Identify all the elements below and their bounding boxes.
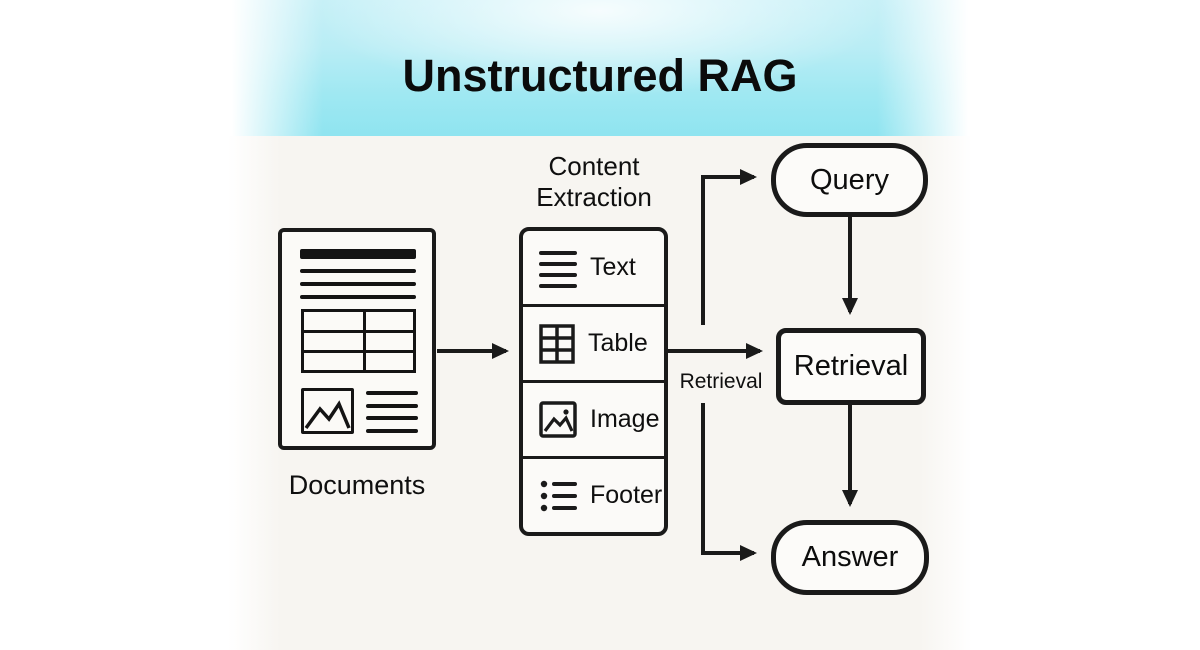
stack-row-label: Footer <box>590 481 663 509</box>
documents-label: Documents <box>288 470 426 500</box>
stack-row-label: Table <box>588 329 648 357</box>
doc-text-line <box>300 282 416 286</box>
band-left-fade <box>228 0 323 136</box>
doc-image-thumbnail <box>301 388 354 434</box>
content-extraction-label: Content Extraction <box>504 151 684 213</box>
content-extraction-stack: Text Table Image Footer <box>519 227 668 536</box>
doc-side-line <box>366 391 418 395</box>
query-node: Query <box>771 143 928 217</box>
doc-table-row-divider <box>304 349 413 353</box>
mountain-glyph <box>304 400 351 430</box>
query-node-label: Query <box>810 163 889 196</box>
retrieval-node-label: Retrieval <box>793 350 909 382</box>
image-icon <box>539 401 577 438</box>
content-extraction-label-line1: Content <box>548 151 640 181</box>
doc-table-thumbnail <box>301 309 416 373</box>
text-lines-icon <box>539 250 577 288</box>
page-title: Unstructured RAG <box>402 50 798 101</box>
doc-side-line <box>366 416 418 420</box>
doc-title-bar <box>300 249 416 259</box>
stack-row-footer: Footer <box>523 456 664 532</box>
stack-row-image: Image <box>523 380 664 456</box>
stack-row-table: Table <box>523 304 664 380</box>
header-band: Unstructured RAG <box>228 0 972 136</box>
stack-row-label: Text <box>590 253 636 281</box>
answer-node: Answer <box>771 520 929 595</box>
doc-side-line <box>366 404 418 408</box>
retrieval-node: Retrieval <box>776 328 926 405</box>
band-right-fade <box>877 0 972 136</box>
doc-table-column-divider <box>362 312 366 370</box>
doc-text-line <box>300 269 416 273</box>
footer-list-icon <box>540 480 577 511</box>
doc-side-line <box>366 429 418 433</box>
doc-table-row-divider <box>304 329 413 333</box>
answer-node-label: Answer <box>801 541 899 573</box>
stack-row-label: Image <box>590 405 660 433</box>
retrieval-edge-label: Retrieval <box>679 370 763 393</box>
stack-row-text: Text <box>523 231 664 304</box>
doc-text-line <box>300 295 416 299</box>
documents-figure <box>278 228 436 450</box>
table-grid-icon <box>539 323 575 364</box>
content-extraction-label-line2: Extraction <box>536 182 652 212</box>
